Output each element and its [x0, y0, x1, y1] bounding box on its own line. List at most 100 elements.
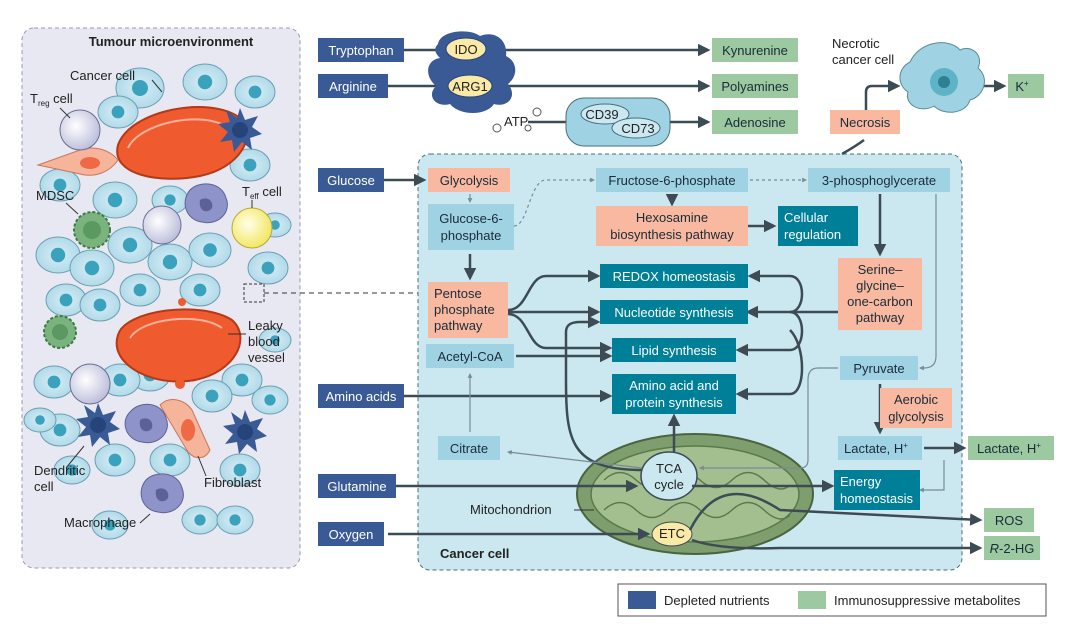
- arginine-box: [318, 74, 388, 98]
- cancer-cell-nucleus: [193, 283, 207, 297]
- f6p-box: [596, 168, 748, 192]
- lactate-out-label: Lactate, H+: [977, 441, 1041, 456]
- ido-label: IDO: [454, 42, 477, 57]
- cellular-regulation-box: [778, 206, 858, 246]
- legend-depleted-swatch: [628, 591, 656, 609]
- tca-label-1: TCA: [656, 461, 682, 476]
- leaky-blood-vessel: [115, 106, 248, 389]
- tryptophan-box: [318, 38, 404, 62]
- cancer-cell-nucleus: [50, 247, 66, 263]
- ppp-label-1: Pentose: [434, 286, 482, 301]
- dendritic-label-2: cell: [34, 479, 54, 494]
- citrate-box: [438, 436, 500, 460]
- potassium-label: K+: [1015, 79, 1029, 94]
- necrotic-label-1: Necrotic: [832, 36, 880, 51]
- necrosis-label: Necrosis: [840, 115, 891, 130]
- kynurenine-label: Kynurenine: [722, 43, 788, 58]
- serine-box: [838, 258, 922, 330]
- cancer-cell-nucleus: [233, 463, 247, 477]
- cancer-cell-nucleus: [270, 335, 280, 345]
- ido-arg1-enzyme: [428, 31, 516, 114]
- glycolysis-box: [428, 168, 510, 192]
- cancer-cell-nucleus: [264, 394, 276, 406]
- tryptophan-label: Tryptophan: [328, 43, 393, 58]
- legend-immuno-label: Immunosuppressive metabolites: [834, 593, 1021, 608]
- serine-label-2: glycine–: [856, 278, 904, 293]
- tumour-microenvironment-panel: Tumour microenvironment: [21, 27, 301, 569]
- amino-acids-label: Amino acids: [326, 389, 397, 404]
- polyamines-label: Polyamines: [721, 79, 789, 94]
- nucleotide-label: Nucleotide synthesis: [614, 305, 734, 320]
- etc-label: ETC: [659, 526, 685, 541]
- legend-depleted-label: Depleted nutrients: [664, 593, 770, 608]
- amino-synthesis-box: [612, 374, 736, 414]
- cd73-label: CD73: [621, 121, 654, 136]
- nutrient-boxes: Tryptophan Arginine Glucose Amino acids …: [318, 38, 404, 546]
- dendritic-label-1: Dendritic: [34, 463, 86, 478]
- lipid-box: [612, 338, 736, 362]
- aerobic-label-2: glycolysis: [888, 409, 944, 424]
- hexosamine-label-2: biosynthesis pathway: [610, 227, 734, 242]
- cancer-cell-nucleus: [261, 261, 275, 275]
- cancer-cell-nucleus: [203, 243, 217, 257]
- macrophage-cells: [124, 183, 228, 514]
- cancer-cell-nucleus: [47, 375, 61, 389]
- cancer-cell-nucleus: [93, 298, 107, 312]
- cancer-cell-nucleus: [59, 293, 73, 307]
- cancer-cell-label: Cancer cell: [70, 68, 135, 83]
- mitochondrion-label: Mitochondrion: [470, 502, 552, 517]
- amino-synthesis-label-2: protein synthesis: [625, 395, 723, 410]
- treg-cell-label: Treg cell: [30, 91, 73, 108]
- cancer-cell-nucleus: [197, 74, 213, 90]
- acetyl-coa-box: [426, 344, 514, 368]
- cancer-cell-nucleus: [122, 237, 138, 253]
- r2hg-label: R-2-HG: [990, 541, 1035, 556]
- cancer-cell-nucleus: [107, 192, 123, 208]
- atp-label: ATP: [504, 114, 528, 129]
- oxygen-box: [318, 522, 384, 546]
- cancer-cell-nucleus: [243, 158, 257, 172]
- ppp-label-2: phosphate: [434, 302, 495, 317]
- cancer-cell-nucleus: [248, 85, 262, 99]
- metabolite-boxes: Kynurenine Polyamines Adenosine K+ Lacta…: [712, 38, 1054, 560]
- cancer-cell-nucleus: [113, 373, 127, 387]
- cancer-cell-nucleus: [108, 453, 122, 467]
- mdsc-label: MDSC: [36, 188, 74, 203]
- pyruvate-box: [840, 356, 918, 380]
- cancer-cell-nucleus: [229, 514, 241, 526]
- cancer-cell-nucleus: [205, 389, 219, 403]
- necrotic-cancer-cell: [899, 42, 985, 113]
- lactate-in-label: Lactate, H+: [844, 441, 908, 456]
- serine-label-3: one-carbon: [847, 294, 913, 309]
- g6p-label-1: Glucose-6-: [439, 211, 503, 226]
- lactate-in-box: [838, 436, 922, 460]
- ros-box: [984, 508, 1034, 532]
- necrotic-label-2: cancer cell: [832, 52, 894, 67]
- glutamine-box: [318, 474, 396, 498]
- mdsc-cells: [43, 211, 111, 349]
- nucleotide-box: [600, 300, 748, 324]
- pyruvate-label: Pyruvate: [853, 361, 904, 376]
- cancer-cell-nucleus: [84, 260, 100, 276]
- cancer-cell-nucleus: [35, 415, 45, 425]
- leaky-vessel-label-3: vessel: [248, 350, 285, 365]
- adenosine-box: [712, 110, 798, 134]
- oxygen-label: Oxygen: [329, 527, 374, 542]
- glucose-label: Glucose: [327, 173, 375, 188]
- legend-immuno-swatch: [798, 591, 826, 609]
- redox-box: [600, 264, 748, 288]
- serine-label-1: Serine–: [858, 262, 904, 277]
- arginine-label: Arginine: [329, 79, 377, 94]
- cancer-cell-nucleus: [53, 178, 67, 192]
- cancer-cell-nucleus: [66, 464, 78, 476]
- aerobic-label-1: Aerobic: [894, 392, 939, 407]
- kynurenine-box: [712, 38, 798, 62]
- r2hg-box: [984, 536, 1040, 560]
- atp-bubbles: [492, 107, 542, 133]
- g6p-box: [428, 204, 514, 250]
- tca-cycle-node: [640, 451, 698, 501]
- etc-node: [651, 521, 693, 547]
- cd39-cd73-enzyme: [565, 97, 671, 147]
- leaky-vessel-label-1: Leaky: [248, 318, 283, 333]
- glucose-box: [318, 168, 384, 192]
